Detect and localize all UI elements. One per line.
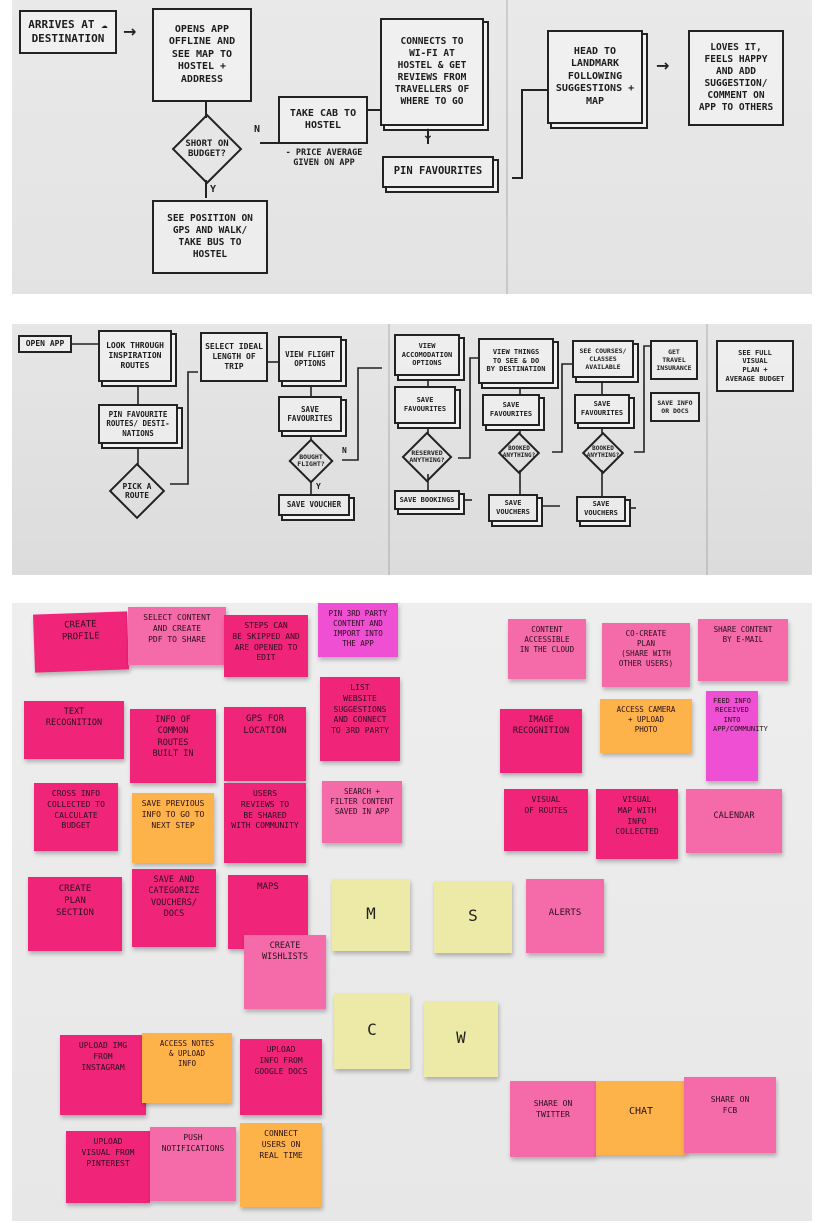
sticky-note-connect-users: CONNECT USERS ON REAL TIME [240, 1123, 322, 1207]
paper-seam [506, 0, 508, 294]
sticky-note-create-plan-section: CREATE PLAN SECTION [28, 877, 122, 951]
take-cab-to-hostel-step: TAKE CAB TO HOSTEL [278, 96, 368, 144]
view-things-to-see-step: VIEW THINGS TO SEE & DO BY DESTINATION [478, 338, 554, 384]
arrives-at-destination-step: ARRIVES AT ☁ DESTINATION [19, 10, 117, 54]
short-on-budget-decision: SHORT ON BUDGET? [164, 113, 250, 185]
decision-label: SHORT ON BUDGET? [185, 138, 229, 159]
see-position-gps-step: SEE POSITION ON GPS AND WALK/ TAKE BUS T… [152, 200, 268, 274]
pin-favourites-step: PIN FAVOURITES [382, 156, 494, 188]
arrow-right-icon: → [656, 56, 670, 75]
sticky-note-upload-pinterest: UPLOAD VISUAL FROM PINTEREST [66, 1131, 150, 1203]
sticky-note-feed-info: FEED INFO RECEIVED INTO APP/COMMUNITY [706, 691, 768, 781]
sticky-note-co-create-plan: CO-CREATE PLAN (SHARE WITH OTHER USERS) [602, 623, 690, 687]
sticky-note-create-profile: CREATE PROFILE [33, 611, 129, 673]
journey-flowchart-photo: ARRIVES AT ☁ DESTINATION → OPENS APP OFF… [12, 0, 812, 294]
sticky-note-cross-info-budget: CROSS INFO COLLECTED TO CALCULATE BUDGET [34, 783, 118, 851]
flow-lines [72, 343, 650, 509]
open-app-step: OPEN APP [18, 335, 72, 353]
sticky-note-search-filter: SEARCH + FILTER CONTENT SAVED IN APP [322, 781, 402, 843]
sticky-note-upload-instagram: UPLOAD IMG FROM INSTAGRAM [60, 1035, 146, 1115]
sticky-note-should-have: S [434, 881, 512, 953]
decision-label: RESERVED ANYTHING? [409, 448, 445, 464]
head-to-landmark-step: HEAD TO LANDMARK FOLLOWING SUGGESTIONS +… [547, 30, 643, 124]
get-travel-insurance-step: GET TRAVEL INSURANCE [650, 340, 698, 380]
save-info-or-docs-step: SAVE INFO OR DOCS [650, 392, 700, 422]
sticky-note-select-content-pdf: SELECT CONTENT AND CREATE PDF TO SHARE [128, 607, 226, 665]
save-favourites-courses-step: SAVE FAVOURITES [574, 394, 630, 424]
decision-label: PICK A ROUTE [122, 481, 152, 500]
look-through-inspiration-step: LOOK THROUGH INSPIRATION ROUTES [98, 330, 172, 382]
sticky-note-info-common-routes: INFO OF COMMON ROUTES BUILT IN [130, 709, 216, 783]
sticky-note-save-previous-info: SAVE PREVIOUS INFO TO GO TO NEXT STEP [132, 793, 214, 863]
reserved-anything-decision: RESERVED ANYTHING? [392, 431, 462, 483]
sticky-note-push-notifications: PUSH NOTIFICATIONS [150, 1127, 236, 1201]
sticky-note-alerts: ALERTS [526, 879, 604, 953]
sticky-note-calendar: CALENDAR [686, 789, 782, 853]
sticky-note-pin-3rd-party: PIN 3RD PARTY CONTENT AND IMPORT INTO TH… [318, 603, 398, 657]
sticky-note-access-notes: ACCESS NOTES & UPLOAD INFO [142, 1033, 232, 1103]
flow-lines [205, 89, 547, 198]
sticky-notes-wall-photo: CREATE PROFILE SELECT CONTENT AND CREATE… [12, 603, 812, 1221]
sticky-note-list-website: LIST WEBSITE SUGGESTIONS AND CONNECT TO … [320, 677, 400, 761]
sticky-note-save-categorize: SAVE AND CATEGORIZE VOUCHERS/ DOCS [132, 869, 216, 947]
decision-label: BOUGHT FLIGHT? [297, 452, 325, 468]
yes-label: Y [316, 482, 321, 491]
sticky-note-share-email: SHARE CONTENT BY E-MAIL [698, 619, 788, 681]
select-ideal-length-step: SELECT IDEAL LENGTH OF TRIP [200, 332, 268, 382]
paper-seam [706, 324, 708, 575]
paper-seam [388, 324, 390, 575]
sticky-note-text-recognition: TEXT RECOGNITION [24, 701, 124, 759]
decision-label: BOOKED ANYTHING? [502, 445, 536, 459]
save-vouchers-things-step: SAVE VOUCHERS [488, 494, 538, 522]
bought-flight-decision: BOUGHT FLIGHT? [280, 438, 342, 484]
connects-to-wifi-step: CONNECTS TO WI-FI AT HOSTEL & GET REVIEW… [380, 18, 484, 126]
sticky-note-share-twitter: SHARE ON TWITTER [510, 1081, 596, 1157]
sticky-note-users-reviews: USERS REVIEWS TO BE SHARED WITH COMMUNIT… [224, 783, 306, 863]
sticky-note-chat: CHAT [596, 1081, 686, 1155]
no-label: N [342, 446, 347, 455]
booked-anything-decision-1: BOOKED ANYTHING? [486, 431, 552, 475]
save-favourites-things-step: SAVE FAVOURITES [482, 394, 540, 426]
opens-app-offline-step: OPENS APP OFFLINE AND SEE MAP TO HOSTEL … [152, 8, 252, 102]
sticky-note-share-fcb: SHARE ON FCB [684, 1077, 776, 1153]
sticky-note-content-cloud: CONTENT ACCESSIBLE IN THE CLOUD [508, 619, 586, 679]
save-vouchers-courses-step: SAVE VOUCHERS [576, 496, 626, 522]
loves-it-step: LOVES IT, FEELS HAPPY AND ADD SUGGESTION… [688, 30, 784, 126]
arrow-right-icon: → [123, 22, 137, 41]
pick-a-route-decision: PICK A ROUTE [102, 462, 172, 520]
sticky-note-could-have: C [334, 993, 410, 1069]
yes-label: Y [210, 184, 217, 195]
sticky-note-must-have: M [332, 879, 410, 951]
save-bookings-step: SAVE BOOKINGS [394, 490, 460, 510]
view-flight-options-step: VIEW FLIGHT OPTIONS [278, 336, 342, 382]
planning-flowchart-photo: OPEN APP LOOK THROUGH INSPIRATION ROUTES… [12, 324, 812, 575]
pin-favourite-routes-step: PIN FAVOURITE ROUTES/ DESTI- NATIONS [98, 404, 178, 444]
no-label: N [254, 124, 261, 135]
sticky-note-image-recognition: IMAGE RECOGNITION [500, 709, 582, 773]
save-favourites-flight-step: SAVE FAVOURITES [278, 396, 342, 432]
save-voucher-step: SAVE VOUCHER [278, 494, 350, 516]
booked-anything-decision-2: BOOKED ANYTHING? [570, 431, 636, 475]
see-courses-step: SEE COURSES/ CLASSES AVAILABLE [572, 340, 634, 378]
sticky-note-access-camera: ACCESS CAMERA + UPLOAD PHOTO [600, 699, 692, 753]
sticky-note-wont-have: W [424, 1001, 498, 1077]
decision-label: BOOKED ANYTHING? [586, 445, 620, 459]
view-accommodation-step: VIEW ACCOMODATION OPTIONS [394, 334, 460, 376]
sticky-note-upload-google-docs: UPLOAD INFO FROM GOOGLE DOCS [240, 1039, 322, 1115]
price-average-note: - PRICE AVERAGE GIVEN ON APP [285, 148, 363, 169]
save-favourites-accommodation-step: SAVE FAVOURITES [394, 386, 456, 424]
arrow-down-icon: ↓ [422, 127, 434, 143]
see-full-visual-plan-step: SEE FULL VISUAL PLAN + AVERAGE BUDGET [716, 340, 794, 392]
sticky-note-create-wishlists: CREATE WISHLISTS [244, 935, 326, 1009]
sticky-note-steps-skipped: STEPS CAN BE SKIPPED AND ARE OPENED TO E… [224, 615, 308, 677]
sticky-note-visual-map: VISUAL MAP WITH INFO COLLECTED [596, 789, 678, 859]
sticky-note-gps-location: GPS FOR LOCATION [224, 707, 306, 781]
sticky-note-visual-routes: VISUAL OF ROUTES [504, 789, 588, 851]
